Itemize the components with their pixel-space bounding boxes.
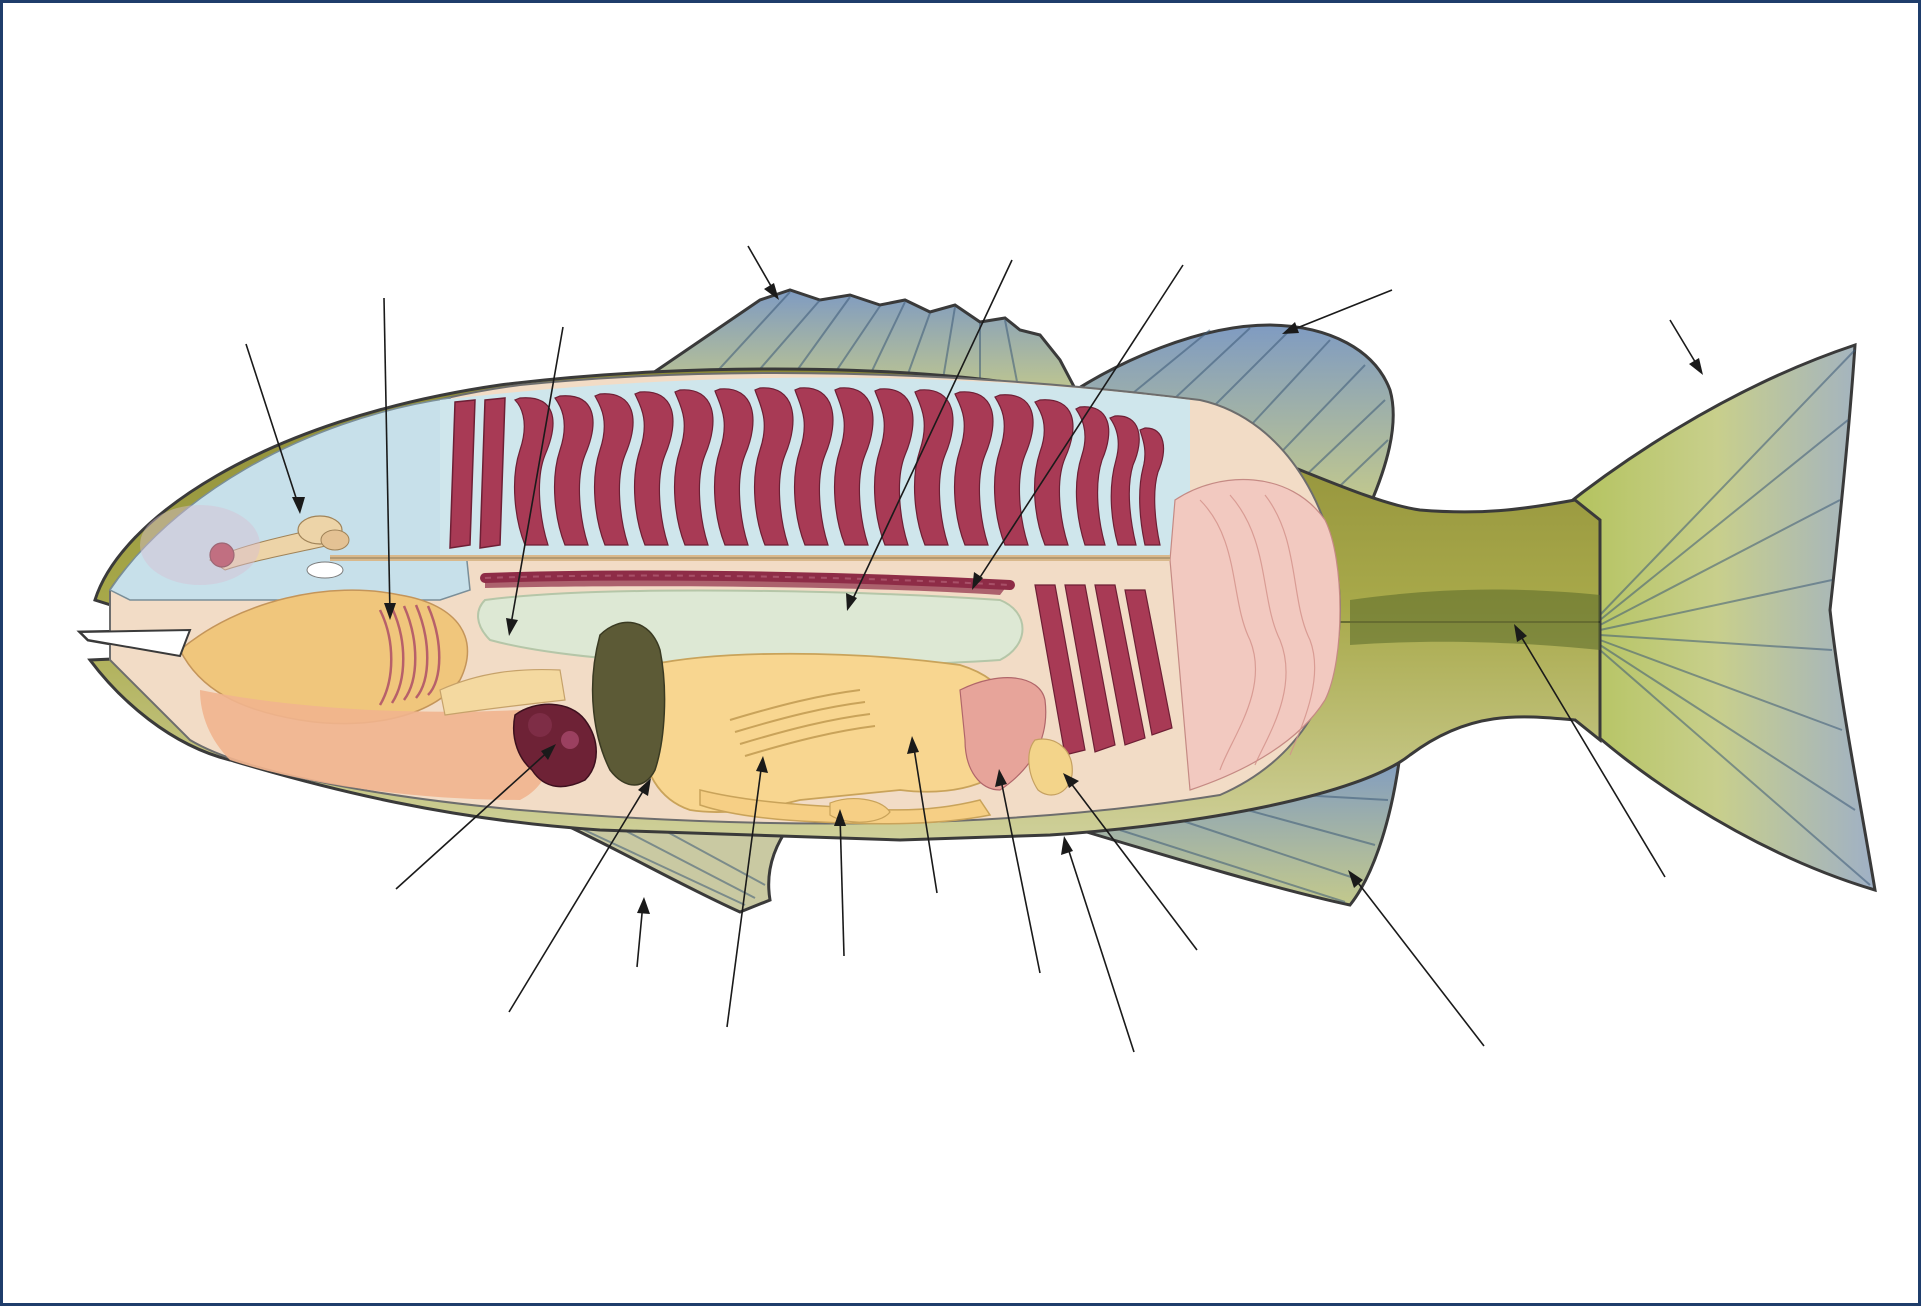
eye-region (140, 505, 260, 585)
lateral-line-pattern (1340, 590, 1600, 650)
nostril (307, 562, 343, 578)
